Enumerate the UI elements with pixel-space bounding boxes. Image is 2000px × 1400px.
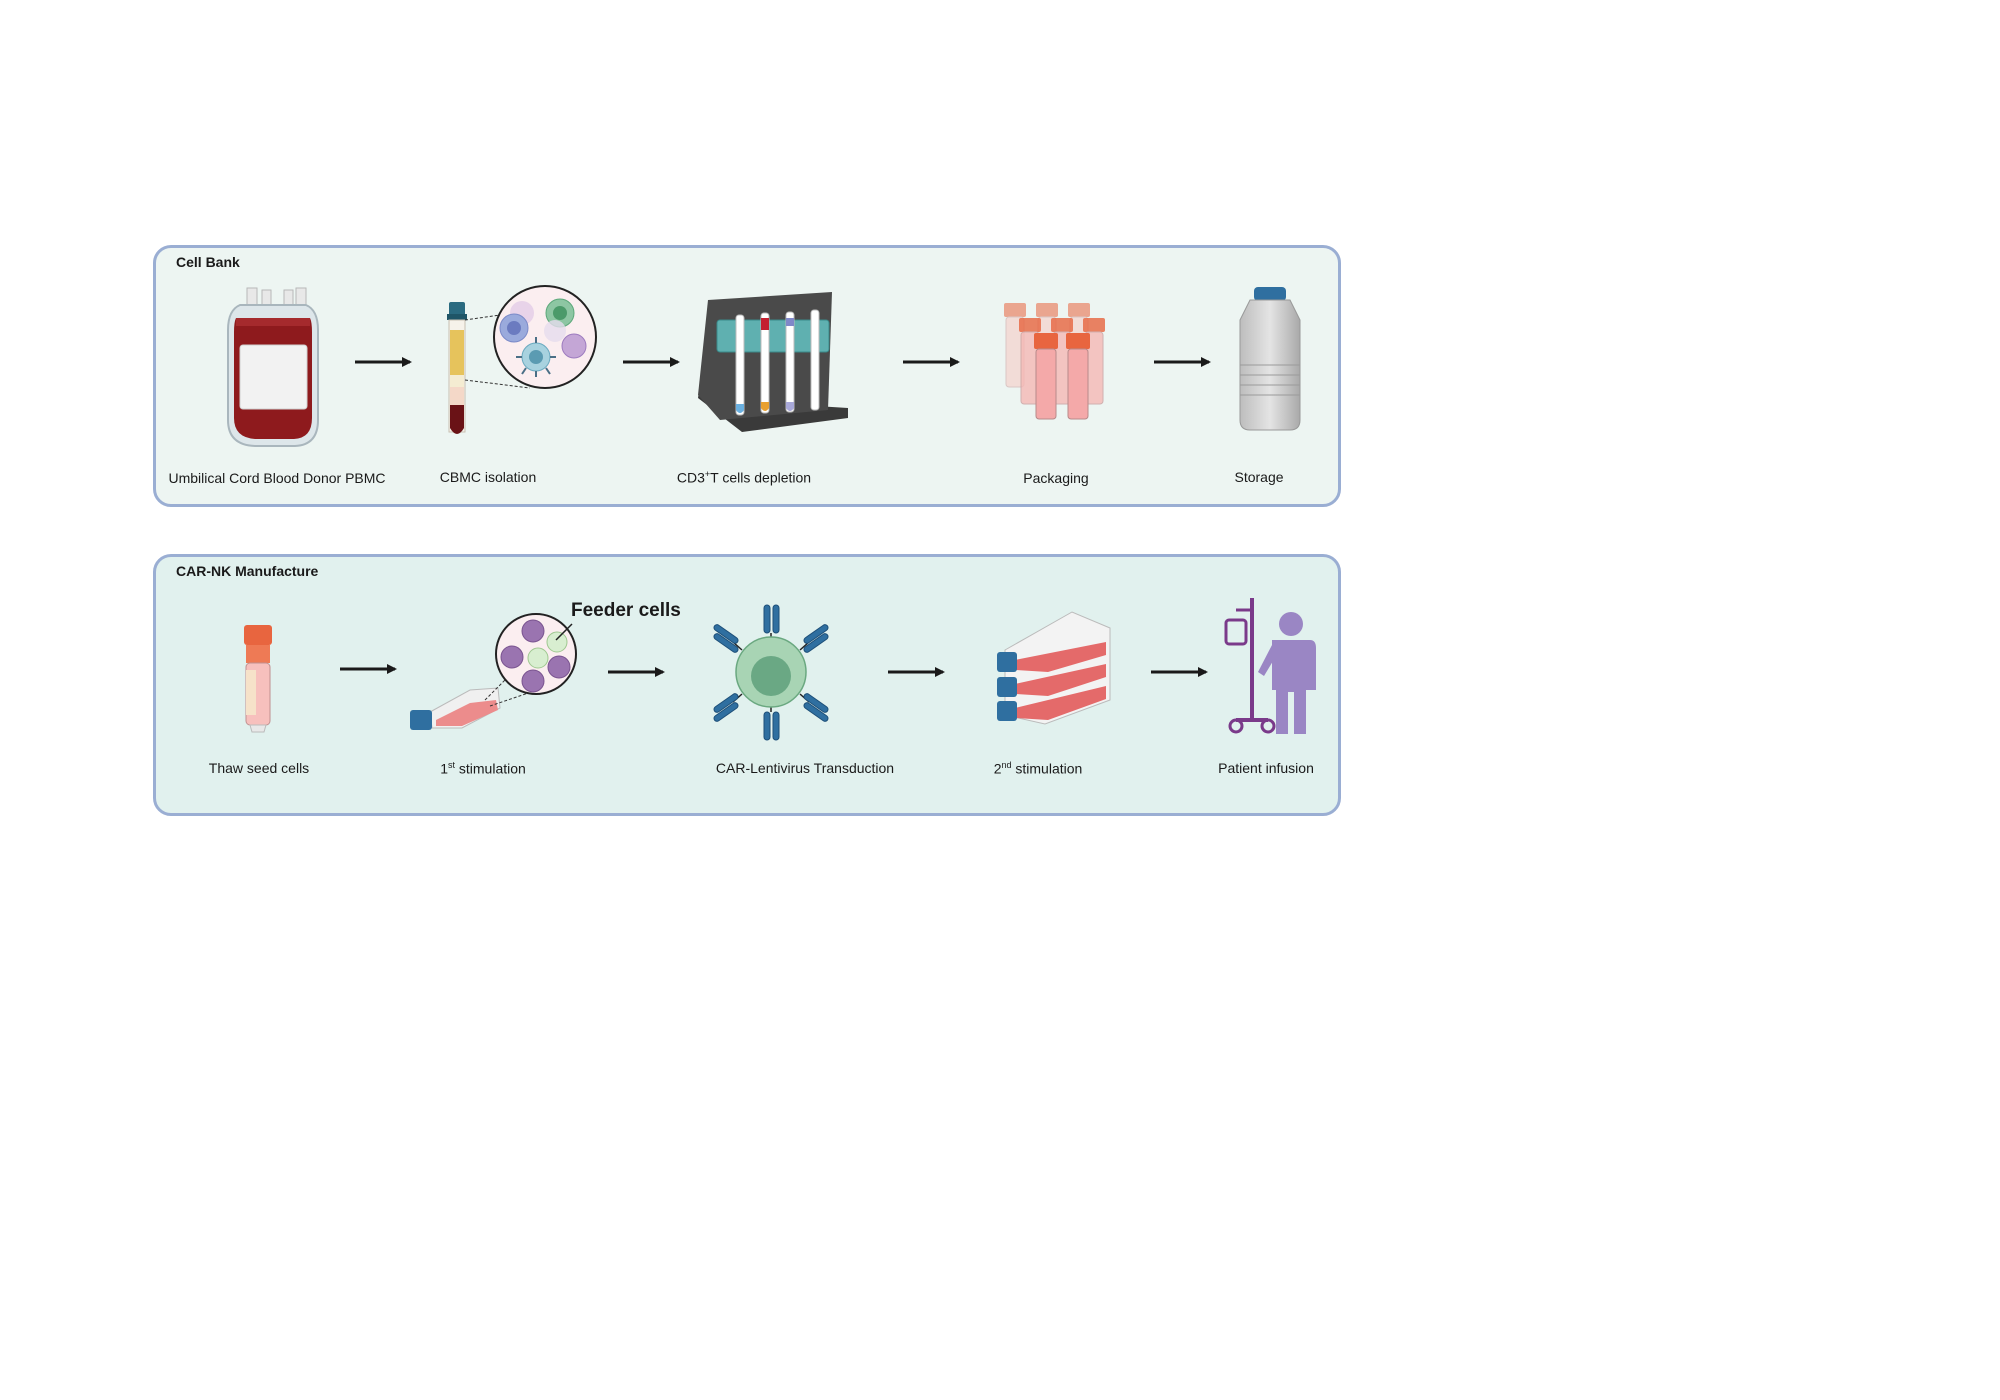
stacked-flasks-icon [997, 611, 1111, 725]
step-label-cd3-depletion: CD3+T cells depletion [677, 469, 811, 486]
step-label-thaw: Thaw seed cells [208, 760, 310, 776]
car-nk-manufacture-panel: CAR-NK Manufacture [153, 554, 1341, 816]
step-label-cord-blood: Umbilical Cord Blood Donor PBMC [168, 470, 386, 486]
first-stim-rest: stimulation [455, 760, 526, 777]
step-label-patient-infusion: Patient infusion [1218, 760, 1314, 776]
step-label-cbmc-isolation: CBMC isolation [439, 469, 537, 485]
cd3-sup: + [704, 469, 711, 479]
first-stim-sup: st [447, 760, 455, 770]
car-nk-cell-icon [713, 604, 829, 741]
step-label-transduction: CAR-Lentivirus Transduction [715, 760, 895, 776]
cd3-rest: T cells depletion [710, 469, 812, 486]
step-label-first-stimulation: 1st stimulation [440, 760, 526, 777]
cd3-main: CD3 [676, 469, 705, 486]
centrifuge-tube-cells-icon [447, 285, 597, 434]
magnetic-separation-rack-icon [698, 292, 848, 432]
step-label-second-stimulation: 2nd stimulation [994, 760, 1083, 777]
step-label-storage: Storage [1234, 469, 1284, 485]
second-stim-rest: stimulation [1011, 760, 1083, 777]
first-stim-main: 1 [440, 760, 448, 777]
patient-iv-icon [1224, 598, 1316, 734]
step-label-packaging: Packaging [1023, 470, 1089, 486]
car-nk-manufacture-title: CAR-NK Manufacture [176, 563, 319, 579]
liquid-nitrogen-dewar-icon [1239, 287, 1301, 431]
workflow-illustrations [227, 285, 1316, 741]
blood-bag-icon [227, 287, 319, 447]
second-stim-sup: nd [1001, 760, 1012, 770]
feeder-cells-callout: Feeder cells [571, 600, 681, 621]
cryovials-icon [1004, 303, 1105, 420]
cell-bank-title: Cell Bank [176, 254, 240, 270]
culture-flask-feeder-icon [410, 613, 577, 730]
second-stim-main: 2 [993, 760, 1002, 777]
cryovial-icon [244, 625, 272, 733]
